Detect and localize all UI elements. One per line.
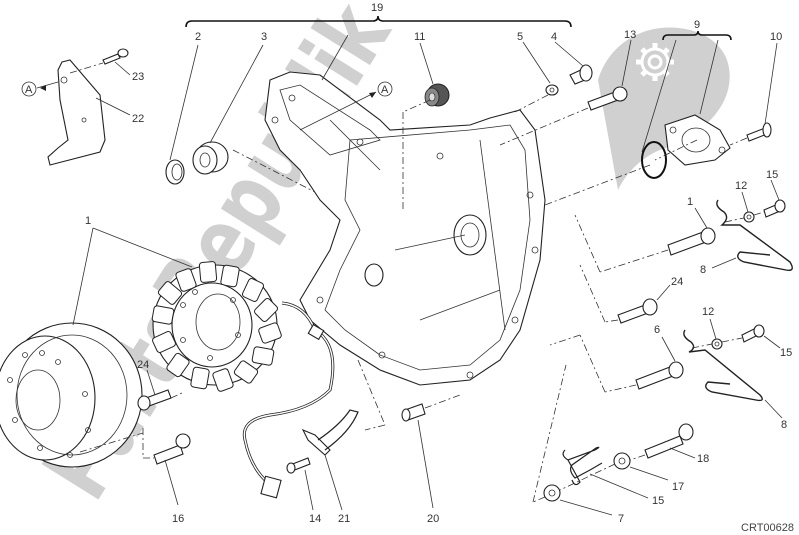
- part-24-spring-lower: [683, 329, 763, 402]
- part-4-plug: [569, 64, 593, 85]
- callout-19: 19: [371, 2, 383, 14]
- part-9-inspection-cover: [664, 114, 731, 166]
- brace-19: [185, 15, 572, 28]
- part-10-screw: [746, 122, 772, 142]
- callout-7: 15: [652, 495, 664, 507]
- ref-marker-a-right-label: A: [381, 84, 389, 96]
- callout-6: 24: [671, 276, 683, 288]
- callout-12-upper: 1: [687, 196, 693, 208]
- part-11-oil-seal: [424, 83, 450, 107]
- part-21-screw: [286, 457, 311, 474]
- part-2-circlip: [165, 159, 185, 185]
- callout-20: 21: [338, 513, 350, 525]
- callout-12-lower: 6: [654, 324, 660, 336]
- part-8-screw-lower: [741, 324, 765, 343]
- part-12-bolt-lower: [635, 361, 684, 390]
- callout-16: 24: [137, 359, 149, 371]
- ref-marker-a-left: [21, 81, 37, 97]
- callout-22: 22: [132, 113, 144, 125]
- part-9-oring: [641, 141, 667, 179]
- callout-15-mid: 17: [672, 481, 684, 493]
- part-22-bracket: [47, 59, 106, 166]
- part-23-bolt: [102, 48, 129, 65]
- callout-17: 18: [697, 453, 709, 465]
- part-15-washer-low: [543, 484, 561, 502]
- part-1-rotor: [0, 322, 143, 468]
- callout-5: 5: [517, 31, 523, 43]
- callout-13: 13: [624, 29, 636, 41]
- part-5-washer: [545, 84, 559, 96]
- callout-3: 3: [261, 31, 267, 43]
- stator-wire-harness: [242, 301, 335, 499]
- watermark-blob: [598, 27, 730, 190]
- part-6-bolt: [617, 298, 658, 324]
- callout-15-lower: 12: [702, 306, 714, 318]
- callout-15-upper: 12: [735, 180, 747, 192]
- part-3-bearing: [192, 141, 229, 175]
- ref-marker-a-left-label: A: [25, 84, 33, 96]
- callout-24-lower: 8: [781, 419, 787, 431]
- callout-9: 9: [694, 19, 700, 31]
- callout-8-lower: 15: [780, 347, 792, 359]
- part-1-stator: [151, 261, 282, 392]
- part-15-washer-lower: [711, 338, 723, 350]
- part-15-washer-mid: [613, 452, 631, 470]
- callout-2: 2: [195, 31, 201, 43]
- part-15-washer-upper: [743, 211, 755, 223]
- callout-4: 4: [551, 31, 557, 43]
- part-20-wire-clip: [301, 409, 359, 456]
- callout-18: 20: [427, 513, 439, 525]
- callout-10: 10: [770, 31, 782, 43]
- callout-24-upper: 8: [700, 264, 706, 276]
- drawing-code: CRT00628: [741, 522, 794, 534]
- callout-23: 23: [132, 71, 144, 83]
- part-14-bolt: [153, 433, 191, 465]
- ref-marker-a-right: [377, 81, 393, 97]
- callout-14: 16: [172, 513, 184, 525]
- brace-9: [662, 30, 732, 41]
- callout-11: 11: [414, 31, 425, 43]
- part-7-wire-clip: [562, 446, 603, 486]
- part-12-bolt-upper: [667, 227, 716, 256]
- part-19-generator-cover: [264, 71, 546, 386]
- part-8-screw-upper: [763, 199, 786, 218]
- part-18-dowel: [401, 403, 426, 422]
- callout-8-upper: 15: [766, 169, 778, 181]
- gear-icon: [636, 43, 674, 81]
- part-24-spring-upper: [716, 199, 793, 272]
- callout-21: 14: [309, 513, 321, 525]
- part-17-bolt: [644, 423, 694, 459]
- callout-1-label: 1: [85, 215, 91, 227]
- part-13-bolt: [587, 86, 628, 111]
- callout-15-low: 7: [618, 513, 624, 525]
